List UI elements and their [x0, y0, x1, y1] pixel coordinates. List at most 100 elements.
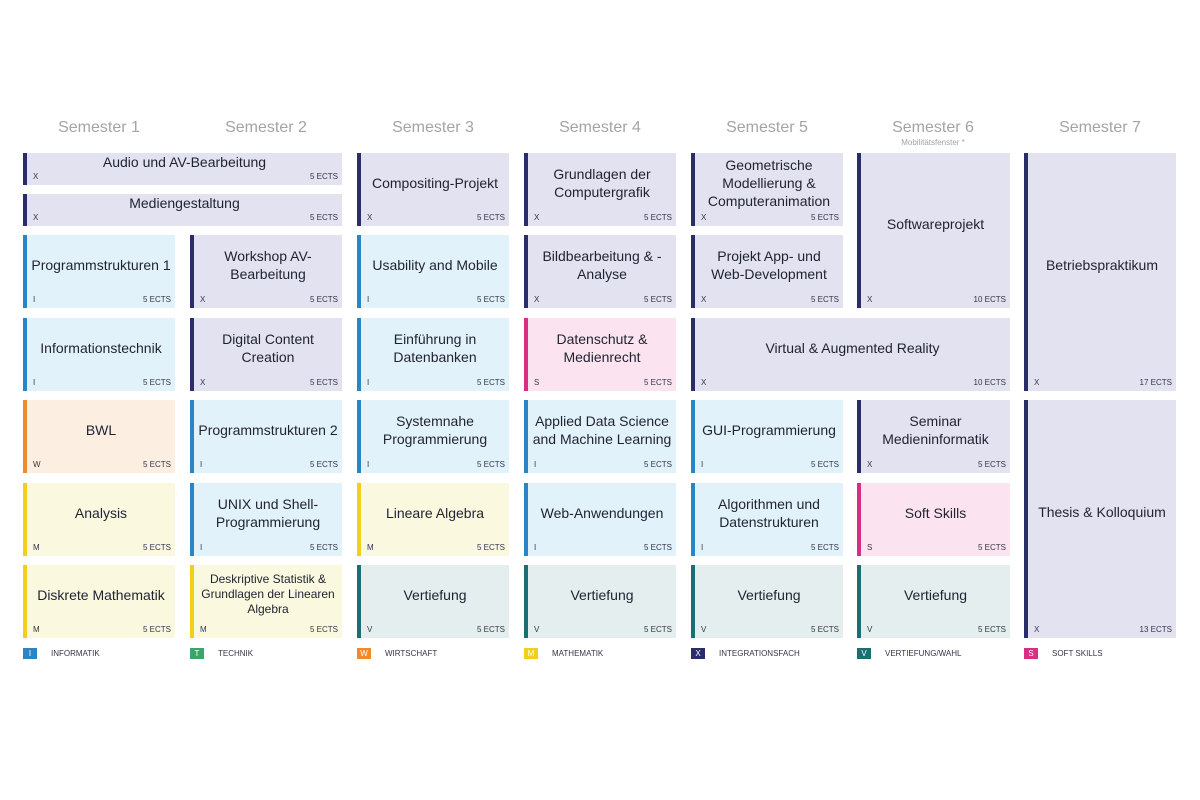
module-title: Datenschutz & Medienrecht — [556, 330, 648, 365]
module-informationstechnik[interactable]: Informationstechnik I 5 ECTS — [23, 318, 175, 391]
module-category: I — [33, 378, 36, 387]
module-ects: 5 ECTS — [142, 460, 171, 469]
module-title: Softwareprojekt — [886, 215, 985, 232]
module-ects: 17 ECTS — [1139, 378, 1172, 387]
module-vertiefung-s6[interactable]: Vertiefung V 5 ECTS — [857, 565, 1010, 638]
module-category: S — [534, 378, 540, 387]
module-programmstrukturen-1[interactable]: Programmstrukturen 1 I 5 ECTS — [23, 235, 175, 308]
module-ects: 5 ECTS — [643, 213, 672, 222]
module-title: Audio und AV-Bearbeitung — [102, 154, 267, 170]
module-softwareprojekt[interactable]: Softwareprojekt X 10 ECTS — [857, 153, 1010, 308]
mobility-window-note: Mobilitätsfenster * — [901, 138, 965, 147]
legend-label: VERTIEFUNG/WAHL — [885, 649, 962, 658]
module-virtual-augmented-reality[interactable]: Virtual & Augmented Reality X 10 ECTS — [691, 318, 1010, 391]
module-analysis[interactable]: Analysis M 5 ECTS — [23, 483, 175, 556]
legend-swatch: V — [857, 648, 871, 659]
module-category: M — [367, 543, 374, 552]
module-ects: 5 ECTS — [142, 295, 171, 304]
module-compositing-projekt[interactable]: Compositing-Projekt X 5 ECTS — [357, 153, 509, 226]
module-programmstrukturen-2[interactable]: Programmstrukturen 2 I 5 ECTS — [190, 400, 342, 473]
module-title: Lineare Algebra — [385, 504, 485, 521]
module-category: I — [701, 460, 704, 469]
module-category: I — [200, 460, 203, 469]
module-vertiefung-s5[interactable]: Vertiefung V 5 ECTS — [691, 565, 843, 638]
module-ects: 5 ECTS — [476, 543, 505, 552]
module-ects: 5 ECTS — [309, 543, 338, 552]
module-ects: 5 ECTS — [810, 625, 839, 634]
module-title: Web-Anwendungen — [540, 504, 664, 521]
module-ects: 5 ECTS — [476, 460, 505, 469]
module-ects: 5 ECTS — [309, 378, 338, 387]
module-category: I — [367, 378, 370, 387]
module-title: Applied Data Science and Machine Learnin… — [532, 412, 672, 447]
module-datenbanken[interactable]: Einführung in Datenbanken I 5 ECTS — [357, 318, 509, 391]
module-systemnahe-programmierung[interactable]: Systemnahe Programmierung I 5 ECTS — [357, 400, 509, 473]
module-ects: 5 ECTS — [810, 295, 839, 304]
module-category: S — [867, 543, 873, 552]
module-soft-skills[interactable]: Soft Skills S 5 ECTS — [857, 483, 1010, 556]
module-title: Usability and Mobile — [372, 256, 498, 273]
module-ects: 10 ECTS — [973, 295, 1006, 304]
module-audio-av[interactable]: Audio und AV-Bearbeitung X 5 ECTS — [23, 153, 342, 185]
module-bwl[interactable]: BWL W 5 ECTS — [23, 400, 175, 473]
module-ects: 5 ECTS — [810, 543, 839, 552]
module-vertiefung-s4[interactable]: Vertiefung V 5 ECTS — [524, 565, 676, 638]
module-ects: 5 ECTS — [643, 543, 672, 552]
module-category: I — [534, 460, 537, 469]
module-grundlagen-computergrafik[interactable]: Grundlagen der Computergrafik X 5 ECTS — [524, 153, 676, 226]
module-ects: 5 ECTS — [977, 460, 1006, 469]
module-category: X — [867, 460, 873, 469]
module-geometrische-modellierung[interactable]: Geometrische Modellierung & Computeranim… — [691, 153, 843, 226]
module-workshop-av[interactable]: Workshop AV-Bearbeitung X 5 ECTS — [190, 235, 342, 308]
module-title: Programmstrukturen 1 — [31, 256, 171, 273]
semester-header-1: Semester 1 — [58, 119, 140, 136]
module-category: X — [200, 295, 206, 304]
semester-header-3: Semester 3 — [392, 119, 474, 136]
module-category: I — [367, 295, 370, 304]
module-diskrete-mathematik[interactable]: Diskrete Mathematik M 5 ECTS — [23, 565, 175, 638]
module-category: I — [701, 543, 704, 552]
module-seminar-medieninformatik[interactable]: Seminar Medieninformatik X 5 ECTS — [857, 400, 1010, 473]
module-usability-mobile[interactable]: Usability and Mobile I 5 ECTS — [357, 235, 509, 308]
module-category: X — [534, 213, 540, 222]
module-ects: 5 ECTS — [643, 378, 672, 387]
module-thesis-kolloquium[interactable]: Thesis & Kolloquium X 13 ECTS — [1024, 400, 1176, 638]
module-digital-content-creation[interactable]: Digital Content Creation X 5 ECTS — [190, 318, 342, 391]
module-category: I — [534, 543, 537, 552]
module-ects: 10 ECTS — [973, 378, 1006, 387]
module-web-anwendungen[interactable]: Web-Anwendungen I 5 ECTS — [524, 483, 676, 556]
module-deskriptive-statistik[interactable]: Deskriptive Statistik & Grundlagen der L… — [190, 565, 342, 638]
module-ects: 5 ECTS — [142, 625, 171, 634]
module-projekt-app-web[interactable]: Projekt App- und Web-Development X 5 ECT… — [691, 235, 843, 308]
module-title: Grundlagen der Computergrafik — [553, 165, 651, 200]
module-title: Thesis & Kolloquium — [1038, 504, 1166, 520]
module-title: Vertiefung — [403, 586, 467, 603]
module-vertiefung-s3[interactable]: Vertiefung V 5 ECTS — [357, 565, 509, 638]
module-bildbearbeitung[interactable]: Bildbearbeitung & -Analyse X 5 ECTS — [524, 235, 676, 308]
module-title: Compositing-Projekt — [371, 174, 499, 191]
module-ects: 5 ECTS — [643, 295, 672, 304]
module-ects: 5 ECTS — [643, 460, 672, 469]
module-datenschutz[interactable]: Datenschutz & Medienrecht S 5 ECTS — [524, 318, 676, 391]
module-title: Vertiefung — [903, 586, 968, 603]
module-applied-data-science[interactable]: Applied Data Science and Machine Learnin… — [524, 400, 676, 473]
module-category: I — [200, 543, 203, 552]
module-category: X — [1034, 625, 1040, 634]
module-algorithmen[interactable]: Algorithmen und Datenstrukturen I 5 ECTS — [691, 483, 843, 556]
module-gui-programmierung[interactable]: GUI-Programmierung I 5 ECTS — [691, 400, 843, 473]
module-category: X — [200, 378, 206, 387]
module-title: GUI-Programmierung — [702, 421, 836, 438]
module-category: X — [33, 172, 39, 181]
module-ects: 5 ECTS — [476, 625, 505, 634]
module-ects: 13 ECTS — [1139, 625, 1172, 634]
module-mediengestaltung[interactable]: Mediengestaltung X 5 ECTS — [23, 194, 342, 226]
module-ects: 5 ECTS — [142, 543, 171, 552]
module-unix-shell[interactable]: UNIX und Shell-Programmierung I 5 ECTS — [190, 483, 342, 556]
module-category: I — [33, 295, 36, 304]
module-title: Algorithmen und Datenstrukturen — [718, 495, 820, 530]
module-category: X — [534, 295, 540, 304]
module-ects: 5 ECTS — [476, 378, 505, 387]
module-betriebspraktikum[interactable]: Betriebspraktikum X 17 ECTS — [1024, 153, 1176, 391]
module-lineare-algebra[interactable]: Lineare Algebra M 5 ECTS — [357, 483, 509, 556]
module-title: Programmstrukturen 2 — [198, 421, 338, 438]
